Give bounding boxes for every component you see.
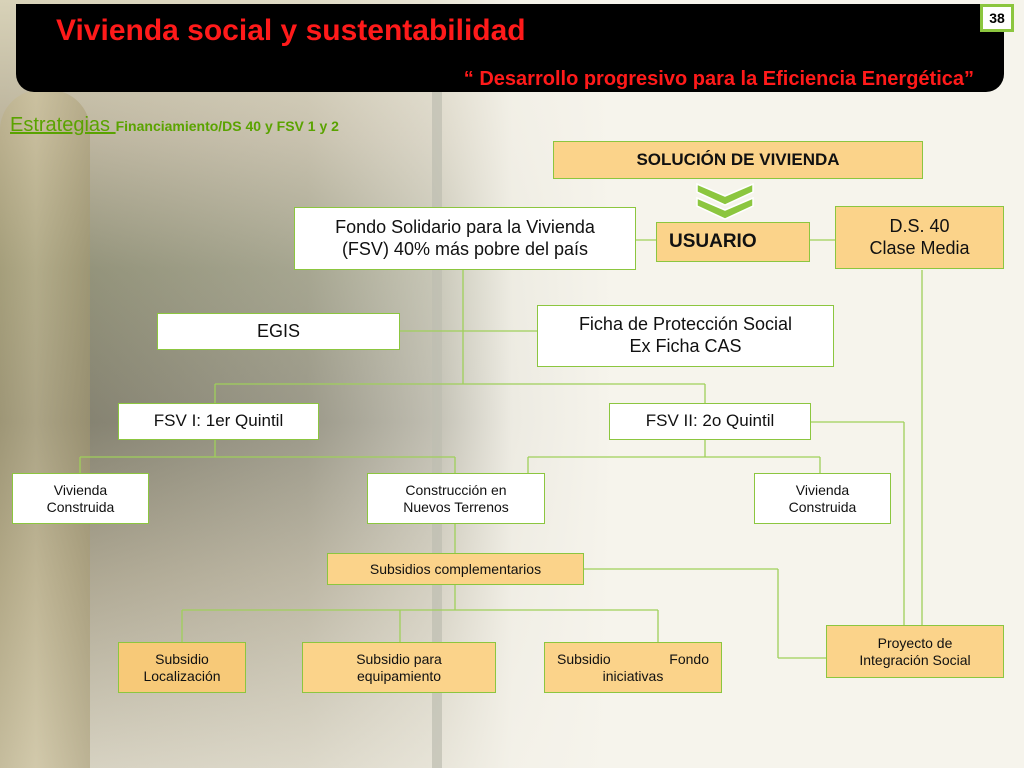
fsv-box: Fondo Solidario para la Vivienda (FSV) 4… xyxy=(294,207,636,270)
ficha-label-line1: Ficha de Protección Social xyxy=(578,314,793,335)
vivienda-construida-right-line2: Construida xyxy=(788,498,857,515)
construccion-box: Construcción en Nuevos Terrenos xyxy=(367,473,545,524)
subsidio-fondo-word2: Fondo xyxy=(669,650,709,667)
header-bar: Vivienda social y sustentabilidad “ Desa… xyxy=(16,4,1004,92)
subsidios-complementarios-box: Subsidios complementarios xyxy=(327,553,584,585)
ds40-label-line1: D.S. 40 xyxy=(889,215,950,236)
solucion-vivienda-box: SOLUCIÓN DE VIVIENDA xyxy=(553,141,923,179)
ficha-box: Ficha de Protección Social Ex Ficha CAS xyxy=(537,305,834,367)
subsidios-complementarios-label: Subsidios complementarios xyxy=(369,560,542,577)
subsidio-localizacion-line1: Subsidio xyxy=(155,650,209,667)
usuario-box: USUARIO xyxy=(656,222,810,262)
page-number: 38 xyxy=(980,4,1014,32)
vivienda-construida-right-line1: Vivienda xyxy=(795,481,850,498)
subsidio-equipamiento-line2: equipamiento xyxy=(356,667,442,684)
ds40-label-line2: Clase Media xyxy=(869,237,970,258)
solucion-vivienda-label: SOLUCIÓN DE VIVIENDA xyxy=(636,149,840,169)
proyecto-line1: Proyecto de xyxy=(877,634,953,651)
subsidio-fondo-box: Subsidio Fondo iniciativas xyxy=(544,642,722,693)
subsidio-fondo-line2: iniciativas xyxy=(602,667,664,684)
subsidio-fondo-line1: Subsidio Fondo xyxy=(557,651,709,668)
proyecto-line2: Integración Social xyxy=(859,651,971,668)
fsv-label-line2: (FSV) 40% más pobre del país xyxy=(341,238,589,259)
fsv1-box: FSV I: 1er Quintil xyxy=(118,403,319,440)
subsidio-equipamiento-box: Subsidio para equipamiento xyxy=(302,642,496,693)
strategies-sublabel: Financiamiento/DS 40 y FSV 1 y 2 xyxy=(115,118,339,134)
egis-label: EGIS xyxy=(256,320,300,341)
subsidio-localizacion-box: Subsidio Localización xyxy=(118,642,246,693)
vivienda-construida-right-box: Vivienda Construida xyxy=(754,473,891,524)
fsv2-box: FSV II: 2o Quintil xyxy=(609,403,811,440)
ficha-label-line2: Ex Ficha CAS xyxy=(629,336,742,356)
construccion-line1: Construcción en xyxy=(405,481,507,498)
usuario-label: USUARIO xyxy=(669,231,757,252)
vivienda-construida-left-box: Vivienda Construida xyxy=(12,473,149,524)
fsv-label-line1: Fondo Solidario para la Vivienda xyxy=(335,216,595,237)
double-chevron-down-icon xyxy=(696,182,754,220)
vivienda-construida-left-line1: Vivienda xyxy=(53,481,108,498)
page-title: Vivienda social y sustentabilidad xyxy=(56,14,526,47)
construccion-line2: Nuevos Terrenos xyxy=(403,498,509,515)
proyecto-integracion-box: Proyecto de Integración Social xyxy=(826,625,1004,678)
page-subtitle: “ Desarrollo progresivo para la Eficienc… xyxy=(463,68,974,90)
ds40-box: D.S. 40 Clase Media xyxy=(835,206,1004,269)
vivienda-construida-left-line2: Construida xyxy=(46,498,115,515)
strategies-link[interactable]: Estrategias xyxy=(10,114,116,136)
egis-box: EGIS xyxy=(157,313,400,350)
subsidio-localizacion-line2: Localización xyxy=(143,667,221,684)
fsv1-label: FSV I: 1er Quintil xyxy=(153,411,284,431)
pole-image xyxy=(432,90,442,768)
statue-image xyxy=(0,90,90,768)
fsv2-label: FSV II: 2o Quintil xyxy=(645,411,775,431)
strategies-heading: Estrategias Financiamiento/DS 40 y FSV 1… xyxy=(10,114,339,137)
subsidio-equipamiento-line1: Subsidio para xyxy=(356,650,442,667)
subsidio-fondo-word1: Subsidio xyxy=(557,650,611,667)
